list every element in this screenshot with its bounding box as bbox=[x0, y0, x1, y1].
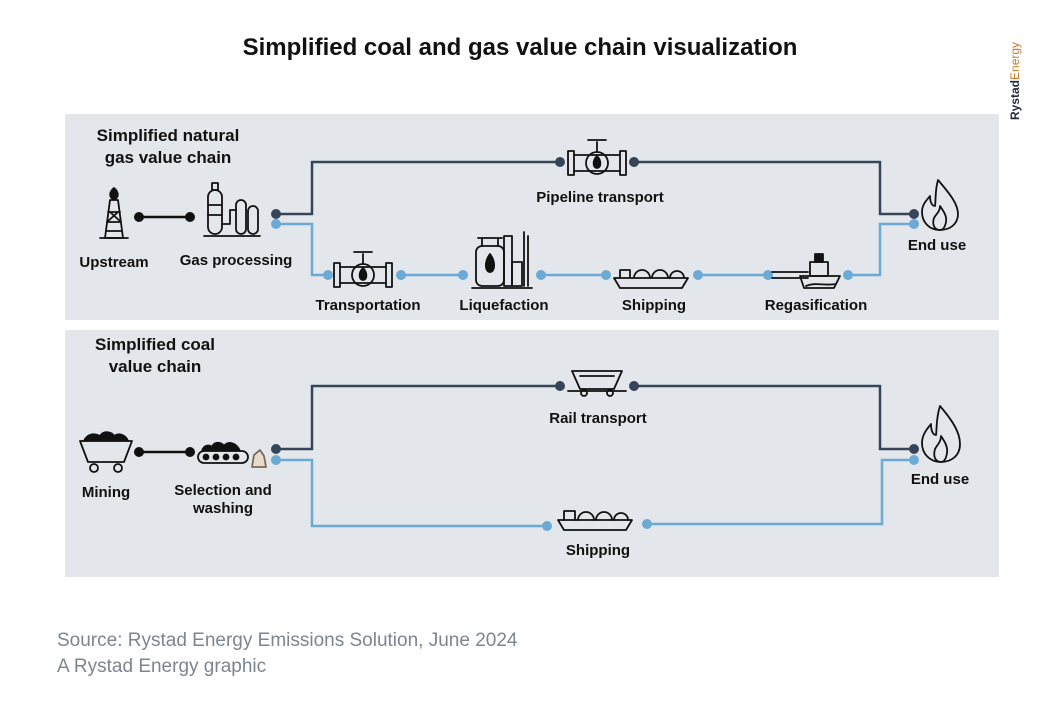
transportation-valve-icon bbox=[333, 251, 393, 288]
coal-title-line1: Simplified coal bbox=[95, 335, 215, 354]
label-coal-shipping: Shipping bbox=[565, 542, 631, 559]
coal-ship-route bbox=[276, 458, 547, 528]
lng-ship-icon bbox=[613, 269, 689, 289]
coal-title-line2: value chain bbox=[108, 357, 202, 376]
coal-flame-icon bbox=[921, 405, 961, 463]
gas-title-line2: gas value chain bbox=[104, 148, 232, 167]
mine-cart-icon bbox=[79, 431, 133, 473]
label-rail-transport: Rail transport bbox=[549, 410, 647, 427]
conveyor-icon bbox=[197, 441, 267, 468]
coal-ship-route-end bbox=[647, 458, 914, 526]
label-mining: Mining bbox=[81, 484, 131, 501]
coal-rail-route bbox=[276, 384, 560, 451]
rail-car-icon bbox=[567, 370, 627, 397]
label-regasification: Regasification bbox=[764, 297, 868, 314]
label-selection-line1: Selection and bbox=[174, 482, 272, 499]
label-selection-washing: Selection and washing bbox=[160, 482, 286, 518]
label-coal-end-use: End use bbox=[910, 471, 970, 488]
source-line2: A Rystad Energy graphic bbox=[57, 656, 267, 677]
coal-panel bbox=[65, 330, 999, 577]
label-transportation: Transportation bbox=[315, 297, 421, 314]
label-gas-processing: Gas processing bbox=[179, 252, 293, 269]
coal-panel-title: Simplified coal value chain bbox=[80, 334, 230, 378]
gas-pipeline-route bbox=[276, 160, 560, 216]
gas-lng-route-end bbox=[848, 222, 914, 277]
gas-well-icon bbox=[99, 187, 129, 239]
source-note: Source: Rystad Energy Emissions Solution… bbox=[57, 628, 517, 680]
gas-panel bbox=[65, 114, 999, 320]
label-gas-end-use: End use bbox=[907, 237, 967, 254]
gas-pipeline-route-end bbox=[634, 160, 914, 216]
source-line1: Source: Rystad Energy Emissions Solution… bbox=[57, 630, 518, 651]
label-pipeline-transport: Pipeline transport bbox=[536, 189, 664, 206]
label-upstream: Upstream bbox=[79, 254, 149, 271]
pipeline-valve-icon bbox=[567, 139, 627, 176]
gas-processing-icon bbox=[203, 182, 261, 237]
lng-plant-icon bbox=[471, 231, 533, 289]
chart-title: Simplified coal and gas value chain visu… bbox=[242, 34, 798, 61]
label-liquefaction: Liquefaction bbox=[459, 297, 549, 314]
label-gas-shipping: Shipping bbox=[621, 297, 687, 314]
coal-rail-route-end bbox=[634, 384, 914, 451]
regas-terminal-icon bbox=[771, 253, 841, 289]
gas-panel-title: Simplified natural gas value chain bbox=[78, 125, 258, 169]
label-selection-line2: washing bbox=[192, 500, 253, 517]
gas-title-line1: Simplified natural bbox=[96, 126, 240, 145]
flame-icon bbox=[921, 179, 959, 231]
gas-lng-route-start bbox=[276, 222, 328, 277]
coal-ship-icon bbox=[557, 510, 633, 531]
